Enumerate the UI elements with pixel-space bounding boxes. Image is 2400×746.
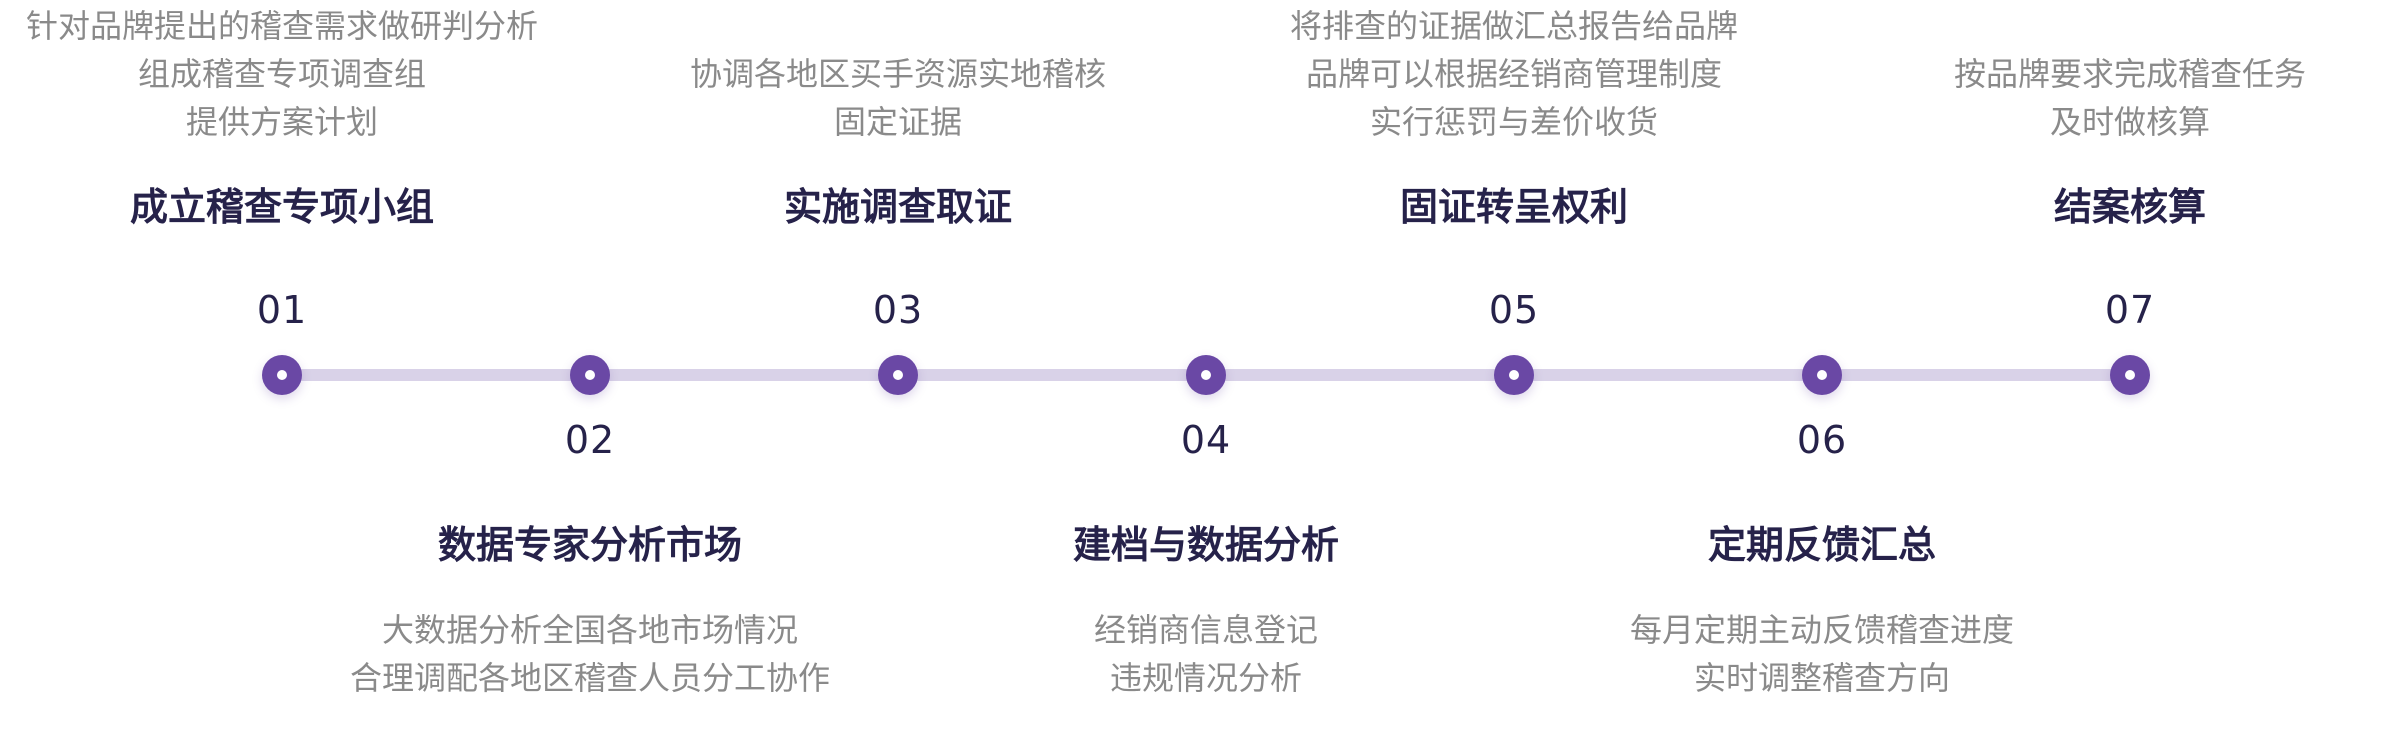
step-description-line: 实行惩罚与差价收货	[1369, 103, 1658, 141]
step-title: 结案核算	[2053, 185, 2206, 229]
step-number: 07	[2104, 288, 2156, 332]
step-description-line: 大数据分析全国各地市场情况	[381, 611, 798, 649]
step-description-line: 按品牌要求完成稽查任务	[1953, 55, 2306, 93]
step-description-line: 合理调配各地区稽查人员分工协作	[349, 659, 830, 697]
step-description: 大数据分析全国各地市场情况 合理调配各地区稽查人员分工协作	[270, 606, 910, 702]
step-description: 每月定期主动反馈稽查进度 实时调整稽查方向	[1502, 606, 2142, 702]
step-description: 按品牌要求完成稽查任务 及时做核算	[1810, 50, 2400, 146]
step-number: 06	[1796, 418, 1848, 462]
step-description-line: 组成稽查专项调查组	[137, 55, 426, 93]
timeline-node-icon	[1802, 355, 1842, 395]
step-description-line: 固定证据	[833, 103, 962, 141]
timeline-node-icon	[2110, 355, 2150, 395]
step-description: 将排查的证据做汇总报告给品牌 品牌可以根据经销商管理制度 实行惩罚与差价收货	[1194, 2, 1834, 146]
timeline-node-icon	[262, 355, 302, 395]
step-title: 数据专家分析市场	[437, 523, 742, 567]
step-title: 成立稽查专项小组	[129, 185, 434, 229]
step-description: 协调各地区买手资源实地稽核 固定证据	[578, 50, 1218, 146]
step-title: 建档与数据分析	[1072, 523, 1339, 567]
step-number: 01	[256, 288, 308, 332]
step-title: 定期反馈汇总	[1707, 523, 1936, 567]
step-number: 05	[1488, 288, 1540, 332]
timeline-node-icon	[1186, 355, 1226, 395]
step-number: 02	[564, 418, 616, 462]
step-description-line: 协调各地区买手资源实地稽核	[689, 55, 1106, 93]
step-title: 固证转呈权利	[1399, 185, 1628, 229]
step-description-line: 及时做核算	[2049, 103, 2210, 141]
step-description-line: 违规情况分析	[1109, 659, 1302, 697]
timeline-node-icon	[1494, 355, 1534, 395]
step-description-line: 每月定期主动反馈稽查进度	[1629, 611, 2014, 649]
step-description: 经销商信息登记 违规情况分析	[886, 606, 1526, 702]
step-description-line: 实时调整稽查方向	[1693, 659, 1950, 697]
step-description-line: 针对品牌提出的稽查需求做研判分析	[25, 7, 538, 45]
step-description-line: 将排查的证据做汇总报告给品牌	[1289, 7, 1738, 45]
step-description-line: 提供方案计划	[185, 103, 378, 141]
step-description-line: 品牌可以根据经销商管理制度	[1305, 55, 1722, 93]
step-number: 03	[872, 288, 924, 332]
step-number: 04	[1180, 418, 1232, 462]
timeline-node-icon	[878, 355, 918, 395]
step-description: 针对品牌提出的稽查需求做研判分析 组成稽查专项调查组 提供方案计划	[0, 2, 602, 146]
step-title: 实施调查取证	[783, 185, 1012, 229]
timeline-node-icon	[570, 355, 610, 395]
step-description-line: 经销商信息登记	[1093, 611, 1318, 649]
